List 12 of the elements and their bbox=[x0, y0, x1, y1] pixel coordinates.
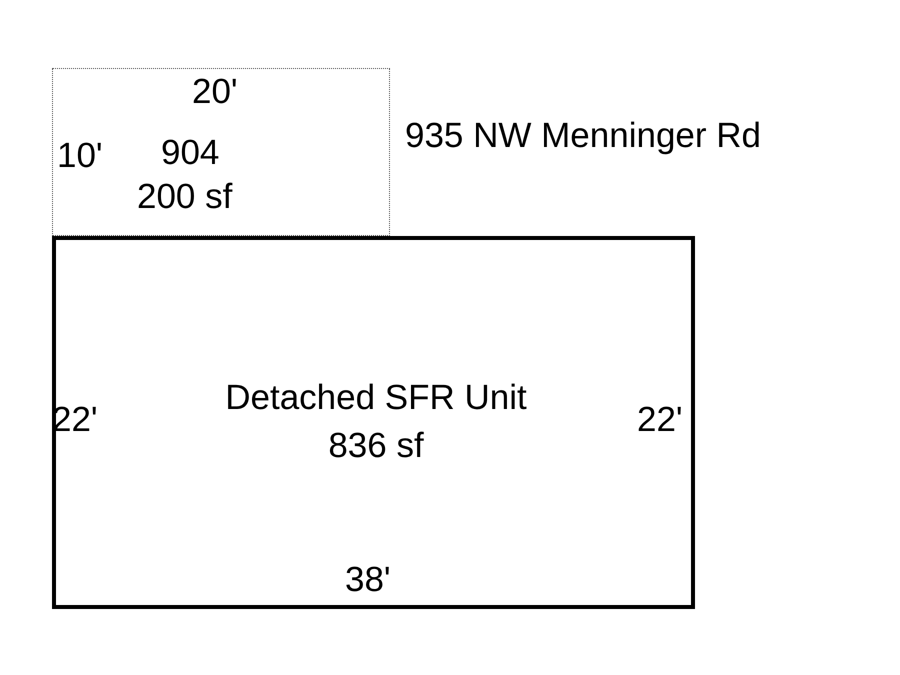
dimension-label: 38' bbox=[345, 562, 391, 597]
area-label: 836 sf bbox=[328, 428, 424, 463]
area-label: 200 sf bbox=[137, 179, 232, 214]
dimension-label: 22' bbox=[52, 402, 98, 437]
building-outline bbox=[52, 236, 695, 609]
address-label: 935 NW Menninger Rd bbox=[405, 118, 761, 153]
room-number: 904 bbox=[161, 135, 220, 170]
dimension-label: 22' bbox=[637, 402, 683, 437]
dimension-label: 20' bbox=[192, 74, 238, 109]
dimension-label: 10' bbox=[57, 138, 103, 173]
room-outline bbox=[52, 68, 390, 236]
unit-label: Detached SFR Unit bbox=[225, 380, 527, 415]
